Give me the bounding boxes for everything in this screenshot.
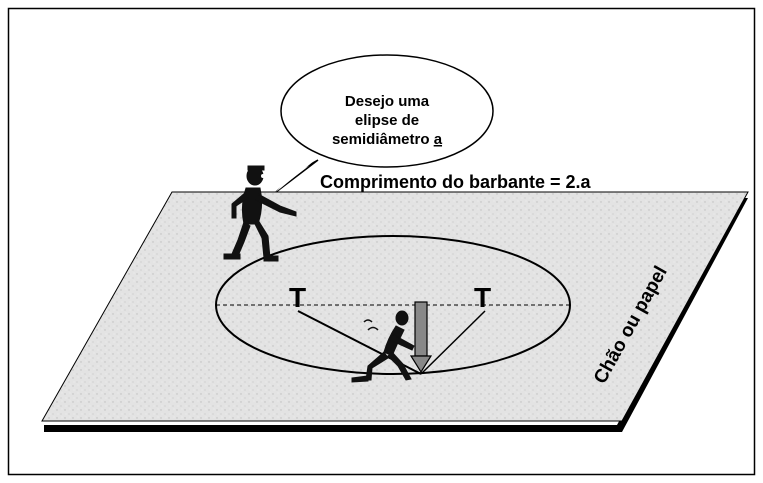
figure-border [7, 7, 756, 476]
semidiameter-variable: a [434, 131, 443, 148]
string-length-label: Comprimento do barbante = 2.a [320, 172, 592, 192]
speech-bubble [275, 54, 494, 193]
pen-arrow-icon [409, 301, 433, 374]
string-right-segment [420, 310, 486, 375]
standing-person-icon [223, 165, 297, 262]
speech-line-3: semidiâmetro a [332, 131, 443, 148]
speech-line-1: Desejo uma [345, 93, 430, 110]
floor-plane [41, 191, 749, 422]
right-tack-label: T [474, 282, 491, 313]
speech-line-3-prefix: semidiâmetro [332, 131, 434, 148]
drawing-person-icon [351, 310, 415, 383]
speech-line-2: elipse de [355, 112, 419, 129]
left-tack-label: T [289, 282, 306, 313]
